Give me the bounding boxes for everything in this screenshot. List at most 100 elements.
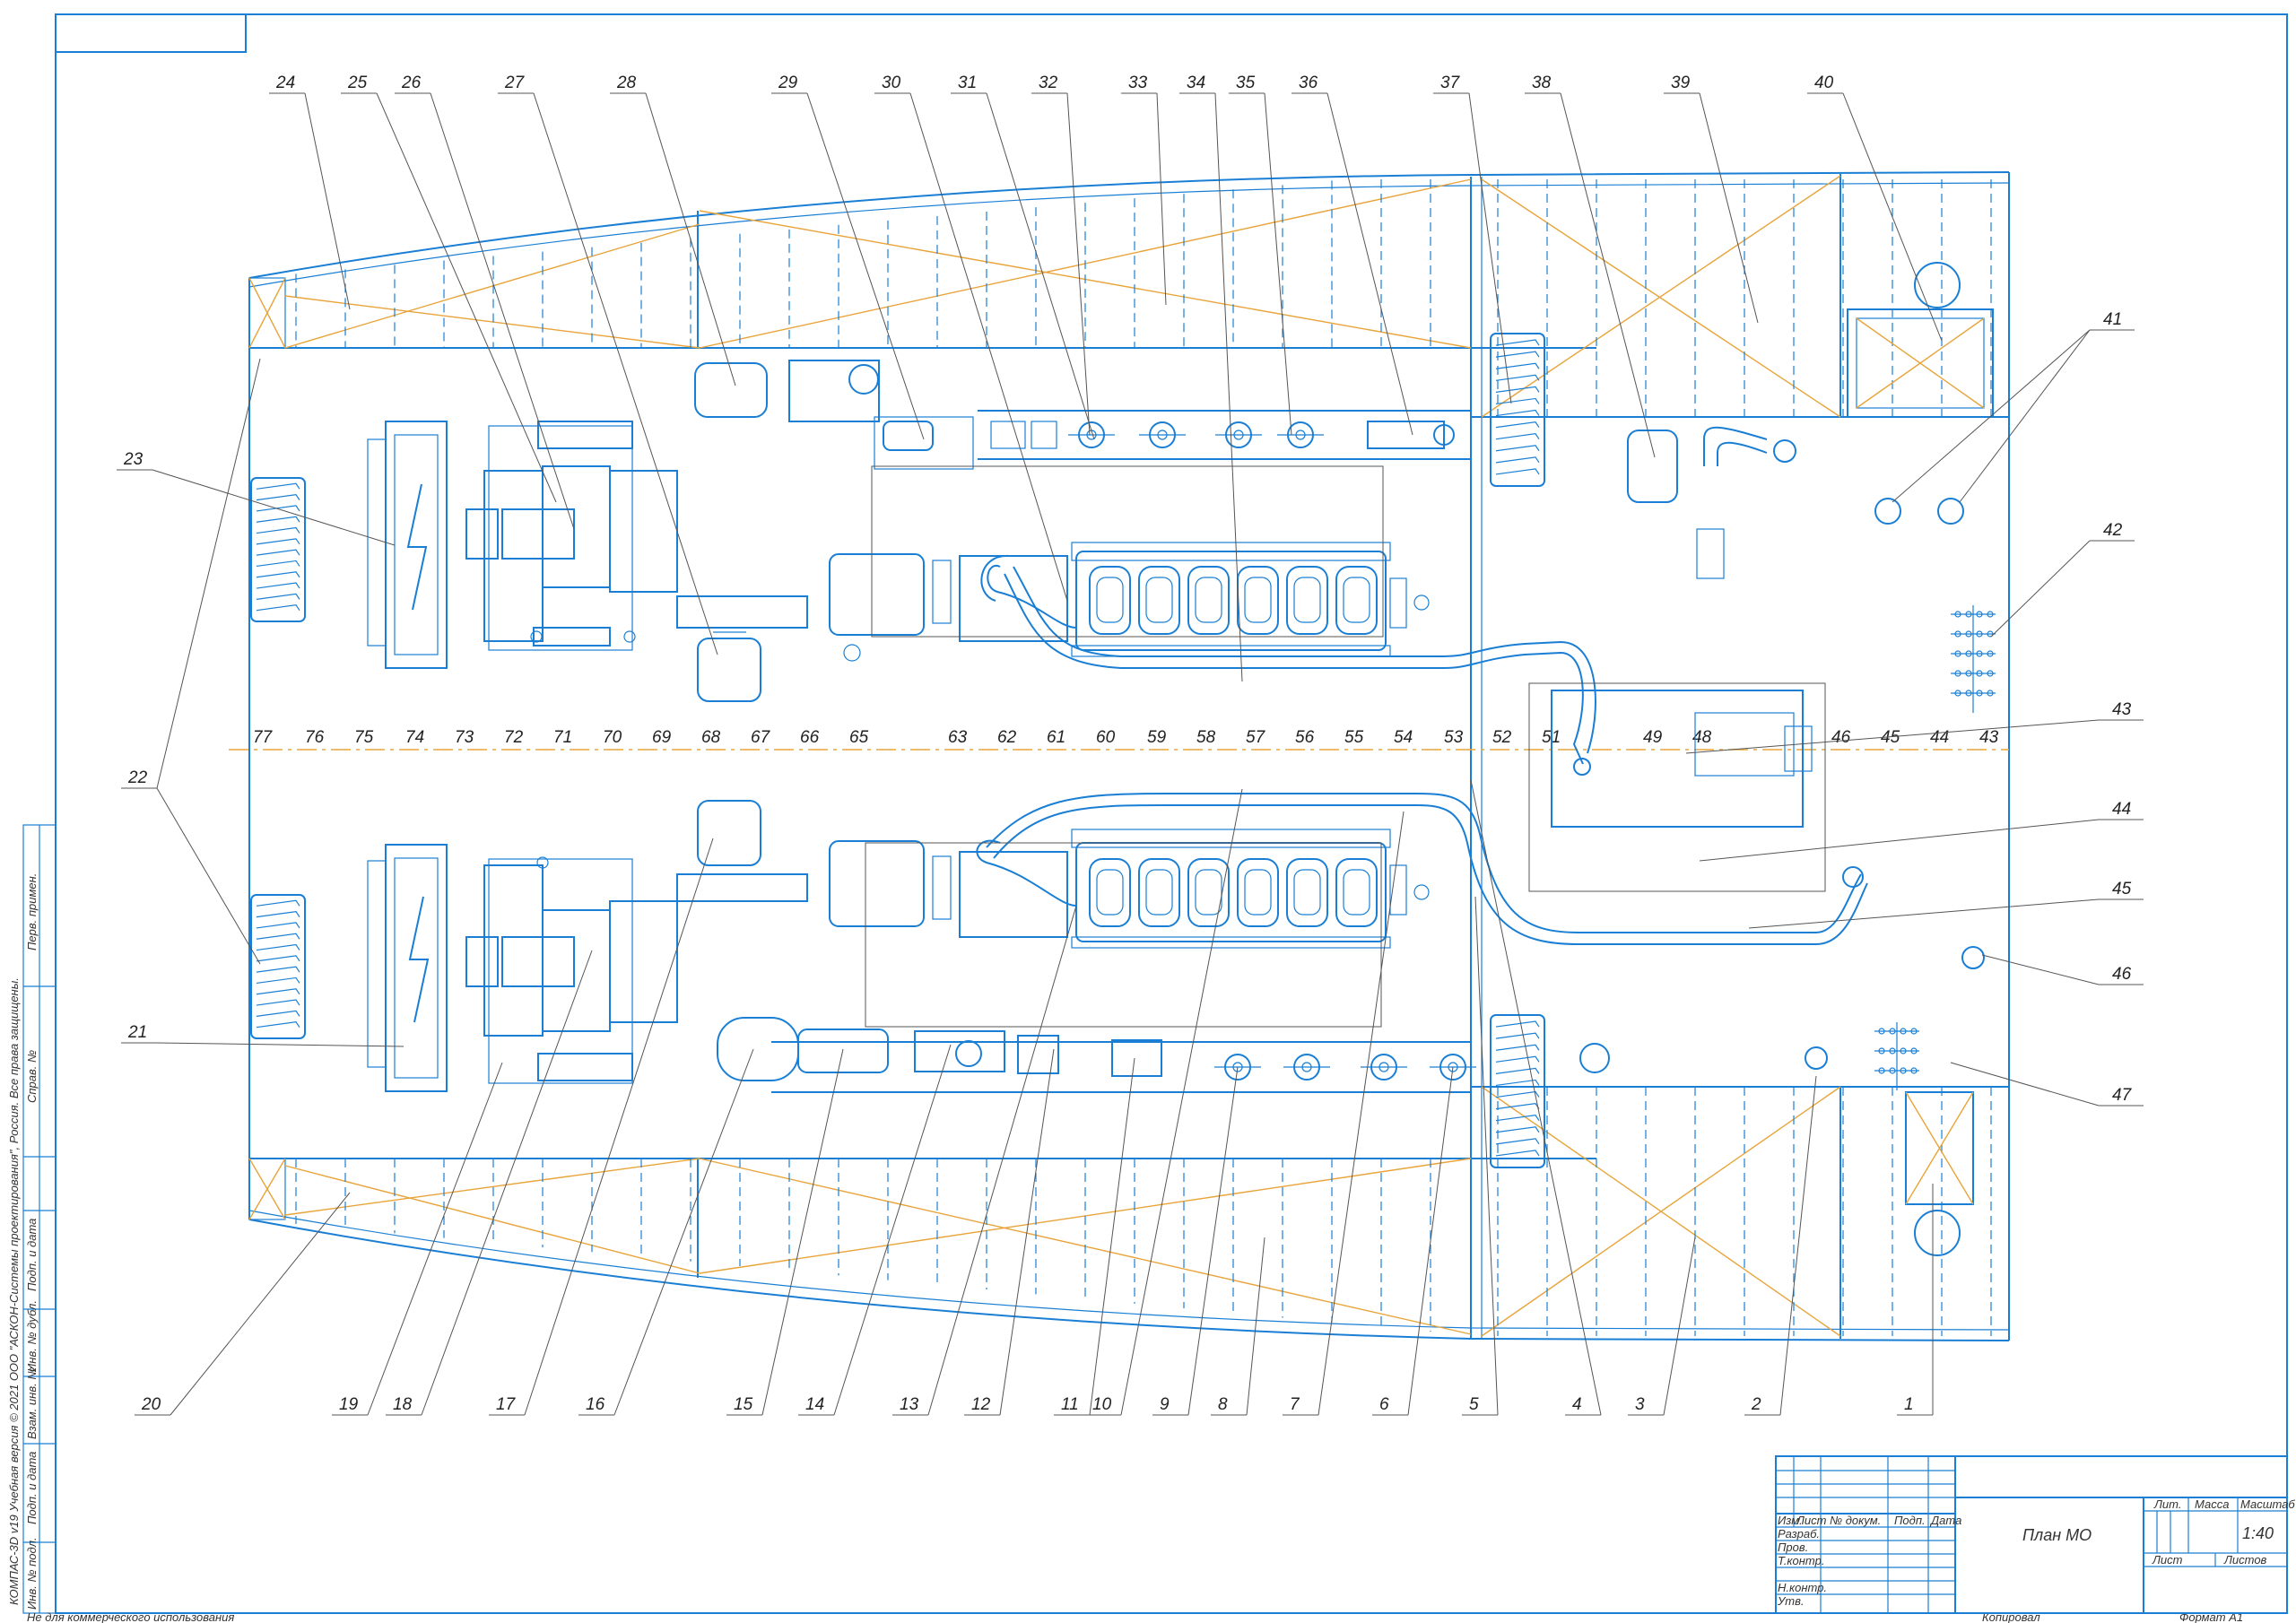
side-stamp-3: Подп. и дата: [25, 1219, 39, 1291]
callout-label: 47: [2112, 1086, 2133, 1105]
frame-number: 62: [997, 728, 1017, 747]
frame-number: 55: [1344, 728, 1364, 747]
switchboard-port: [367, 421, 448, 669]
callout-label: 6: [1379, 1395, 1389, 1414]
callout-label: 17: [496, 1395, 517, 1414]
callout-label: 39: [1671, 74, 1691, 92]
frame-number: 60: [1096, 728, 1116, 747]
callout-label: 25: [347, 74, 368, 92]
tb-nkontr: Н.контр.: [1778, 1581, 1827, 1594]
callout-label: 41: [2103, 310, 2122, 329]
callout-label: 1: [1904, 1395, 1914, 1414]
frame-number: 48: [1692, 728, 1712, 747]
frame-number: 46: [1831, 728, 1851, 747]
callout-label: 21: [127, 1023, 147, 1042]
callout-label: 14: [805, 1395, 824, 1414]
generator-port: [465, 421, 808, 702]
main-engine-port: [829, 542, 1430, 662]
callout-label: 11: [1061, 1395, 1079, 1414]
callout-label: 44: [2112, 800, 2131, 819]
drawing-title: План МО: [2022, 1526, 2092, 1544]
callout-label: 9: [1160, 1395, 1170, 1414]
frame-number: 45: [1881, 728, 1900, 747]
frame-number: 74: [405, 728, 424, 747]
vent-grilles: [250, 333, 1545, 1168]
tb-ndoc: № докум.: [1830, 1514, 1881, 1527]
switchboard-stbd: [367, 844, 448, 1092]
frame-number: 61: [1047, 728, 1065, 747]
title-block: Изм. Лист № докум. Подп. Дата Разраб. Пр…: [1775, 1455, 2295, 1614]
frame-stiffeners: [295, 179, 1992, 1336]
tb-lit: Лит.: [2153, 1497, 2181, 1511]
tb-izm: Изм.: [1778, 1514, 1803, 1527]
tb-utv: Утв.: [1777, 1594, 1805, 1608]
callout-label: 19: [339, 1395, 359, 1414]
tb-listov: Листов: [2223, 1553, 2267, 1567]
frame-number: 73: [455, 728, 474, 747]
callout-label: 46: [2112, 965, 2132, 984]
frame-number: 44: [1930, 728, 1949, 747]
callout-label: 7: [1290, 1395, 1300, 1414]
callout-label: 28: [616, 74, 637, 92]
callout-label: 37: [1440, 74, 1461, 92]
callout-label: 18: [393, 1395, 413, 1414]
callout-label: 4: [1572, 1395, 1582, 1414]
callout-label: 45: [2112, 880, 2132, 898]
callout-label: 26: [401, 74, 422, 92]
side-stamp-7: Инв. № подл.: [25, 1537, 39, 1610]
callout-label: 3: [1635, 1395, 1645, 1414]
callout-label: 40: [1814, 74, 1834, 92]
callout-label: 23: [123, 450, 144, 469]
frame-number: 54: [1394, 728, 1413, 747]
frame-number: 76: [305, 728, 325, 747]
frame-number: 65: [849, 728, 869, 747]
tb-data: Дата: [1929, 1514, 1961, 1527]
side-stamp-2: Справ. №: [25, 1050, 39, 1103]
frame-number: 70: [603, 728, 622, 747]
side-stamp-6: Подп. и дата: [25, 1452, 39, 1524]
callout-label: 29: [778, 74, 798, 92]
callout-label: 42: [2103, 521, 2123, 540]
frame-number: 75: [354, 728, 374, 747]
callout-label: 2: [1751, 1395, 1761, 1414]
frame-number: 59: [1147, 728, 1167, 747]
tb-razrab: Разраб.: [1778, 1527, 1820, 1541]
callout-label: 27: [504, 74, 526, 92]
frame-number: 49: [1643, 728, 1663, 747]
callout-label: 43: [2112, 700, 2132, 719]
main-engine-starboard: [829, 829, 1430, 949]
frame-number: 58: [1196, 728, 1216, 747]
callout-label: 10: [1092, 1395, 1112, 1414]
tb-tkontr: Т.контр.: [1778, 1554, 1824, 1567]
callout-label: 35: [1236, 74, 1256, 92]
callout-label: 34: [1187, 74, 1205, 92]
callout-label: 38: [1532, 74, 1552, 92]
frame-number: 72: [504, 728, 524, 747]
frame-number: 57: [1246, 728, 1266, 747]
top-equipment: [694, 262, 1996, 1256]
side-stamp-4: Инв. № дубл.: [25, 1300, 39, 1372]
tb-prov: Пров.: [1778, 1541, 1808, 1554]
frame-number: 77: [253, 728, 274, 747]
callout-label: 13: [900, 1395, 919, 1414]
frame-number: 43: [1979, 728, 1999, 747]
side-stamp-5: Взам. инв. №: [25, 1367, 39, 1439]
frame-number: 71: [553, 728, 572, 747]
callout-label: 31: [958, 74, 977, 92]
side-stamp-1: Перв. примен.: [25, 873, 39, 950]
callout-label: 33: [1128, 74, 1148, 92]
frame-number: 69: [652, 728, 672, 747]
frame-number: 52: [1492, 728, 1512, 747]
callout-label: 20: [141, 1395, 161, 1414]
drawing-scale: 1:40: [2242, 1524, 2274, 1542]
callout-label: 5: [1469, 1395, 1479, 1414]
callout-label: 15: [734, 1395, 753, 1414]
frame-number: 67: [751, 728, 771, 747]
callout-label: 8: [1218, 1395, 1228, 1414]
callout-label: 22: [127, 768, 148, 787]
pumps: [771, 410, 1476, 1093]
frame-number: 53: [1444, 728, 1464, 747]
